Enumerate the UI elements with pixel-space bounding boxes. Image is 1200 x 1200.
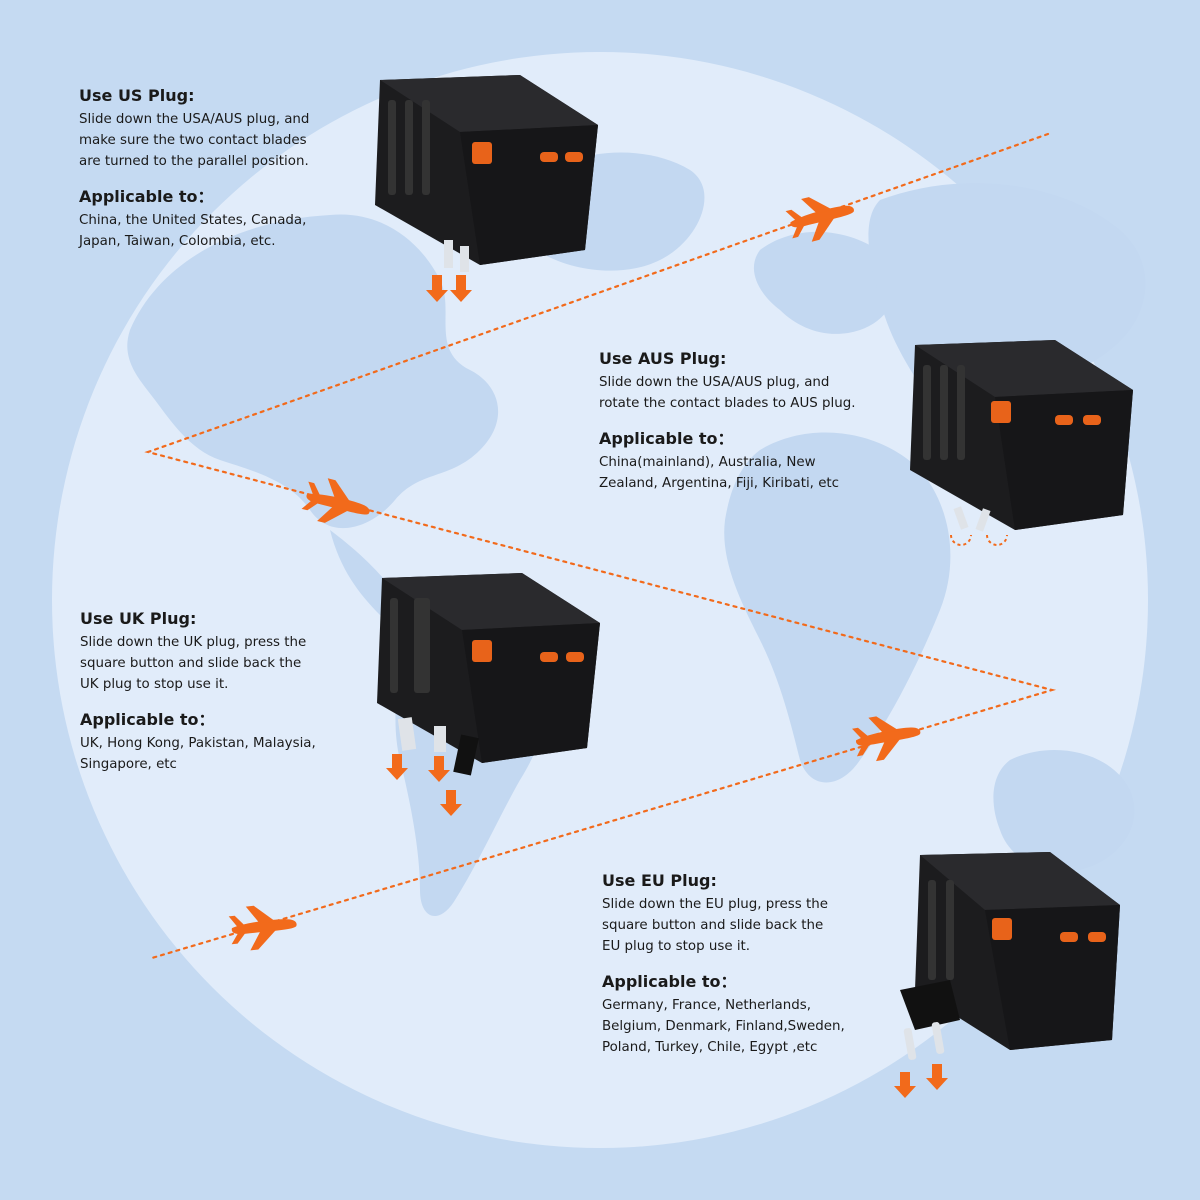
us-plug-title: Use US Plug: — [79, 86, 195, 105]
continents — [127, 152, 1146, 917]
us-plug-desc-line: make sure the two contact blades — [79, 133, 307, 148]
usb-c-port-icon — [1055, 415, 1073, 425]
eu-plug-desc-line: EU plug to stop use it. — [602, 939, 751, 954]
usb-a-port-icon — [991, 401, 1011, 423]
rotate-arrow-icon — [986, 534, 1008, 546]
us-applicable-line: China, the United States, Canada, — [79, 213, 307, 228]
slide-arrow-icon — [440, 790, 462, 816]
aus-plug-section: Use AUS Plug: Slide down the USA/AUS plu… — [599, 348, 899, 494]
eu-applicable-line: Belgium, Denmark, Finland,Sweden, — [602, 1019, 845, 1034]
slide-arrow-icon — [894, 1072, 916, 1098]
eu-plug-desc-line: square button and slide back the — [602, 918, 824, 933]
uk-applicable-line: Singapore, etc — [80, 757, 177, 772]
rotate-arrow-icon — [950, 534, 972, 546]
us-plug-section: Use US Plug: Slide down the USA/AUS plug… — [79, 85, 379, 252]
us-applicable-title: Applicable to： — [79, 187, 214, 206]
eu-plug-section: Use EU Plug: Slide down the EU plug, pre… — [602, 870, 882, 1058]
usb-a-port-icon — [472, 142, 492, 164]
slide-arrow-icon — [450, 275, 472, 302]
usb-c-port-icon — [566, 652, 584, 662]
usb-c-port-icon — [1060, 932, 1078, 942]
eu-plug-title: Use EU Plug: — [602, 871, 717, 890]
slide-arrow-icon — [426, 275, 448, 302]
aus-applicable-line: Zealand, Argentina, Fiji, Kiribati, etc — [599, 476, 840, 491]
adapter-aus-plug — [910, 340, 1133, 546]
aus-applicable-title: Applicable to： — [599, 429, 734, 448]
uk-plug-desc-line: Slide down the UK plug, press the — [80, 635, 307, 650]
aus-plug-title: Use AUS Plug: — [599, 349, 727, 368]
adapter-uk-plug — [377, 573, 600, 816]
adapter-eu-plug — [894, 852, 1120, 1098]
uk-plug-desc-line: UK plug to stop use it. — [80, 677, 229, 692]
uk-applicable-line: UK, Hong Kong, Pakistan, Malaysia, — [80, 736, 316, 751]
usb-a-port-icon — [472, 640, 492, 662]
eu-plug-desc-line: Slide down the EU plug, press the — [602, 897, 828, 912]
adapter-us-plug — [375, 75, 598, 302]
uk-plug-section: Use UK Plug: Slide down the UK plug, pre… — [80, 608, 360, 775]
uk-plug-desc-line: square button and slide back the — [80, 656, 302, 671]
aus-applicable-line: China(mainland), Australia, New — [599, 455, 816, 470]
uk-plug-title: Use UK Plug: — [80, 609, 197, 628]
us-applicable-line: Japan, Taiwan, Colombia, etc. — [79, 234, 276, 249]
usb-c-port-icon — [1088, 932, 1106, 942]
usb-a-port-icon — [992, 918, 1012, 940]
uk-applicable-title: Applicable to： — [80, 710, 215, 729]
eu-applicable-title: Applicable to： — [602, 972, 737, 991]
us-plug-desc-line: Slide down the USA/AUS plug, and — [79, 112, 310, 127]
aus-plug-desc-line: Slide down the USA/AUS plug, and — [599, 375, 830, 390]
us-plug-desc-line: are turned to the parallel position. — [79, 154, 309, 169]
eu-applicable-line: Poland, Turkey, Chile, Egypt ,etc — [602, 1040, 818, 1055]
usb-c-port-icon — [565, 152, 583, 162]
usb-c-port-icon — [540, 152, 558, 162]
slide-arrow-icon — [926, 1064, 948, 1090]
eu-applicable-line: Germany, France, Netherlands, — [602, 998, 811, 1013]
usb-c-port-icon — [1083, 415, 1101, 425]
usb-c-port-icon — [540, 652, 558, 662]
aus-plug-desc-line: rotate the contact blades to AUS plug. — [599, 396, 856, 411]
slide-arrow-icon — [428, 756, 450, 782]
slide-arrow-icon — [386, 754, 408, 780]
